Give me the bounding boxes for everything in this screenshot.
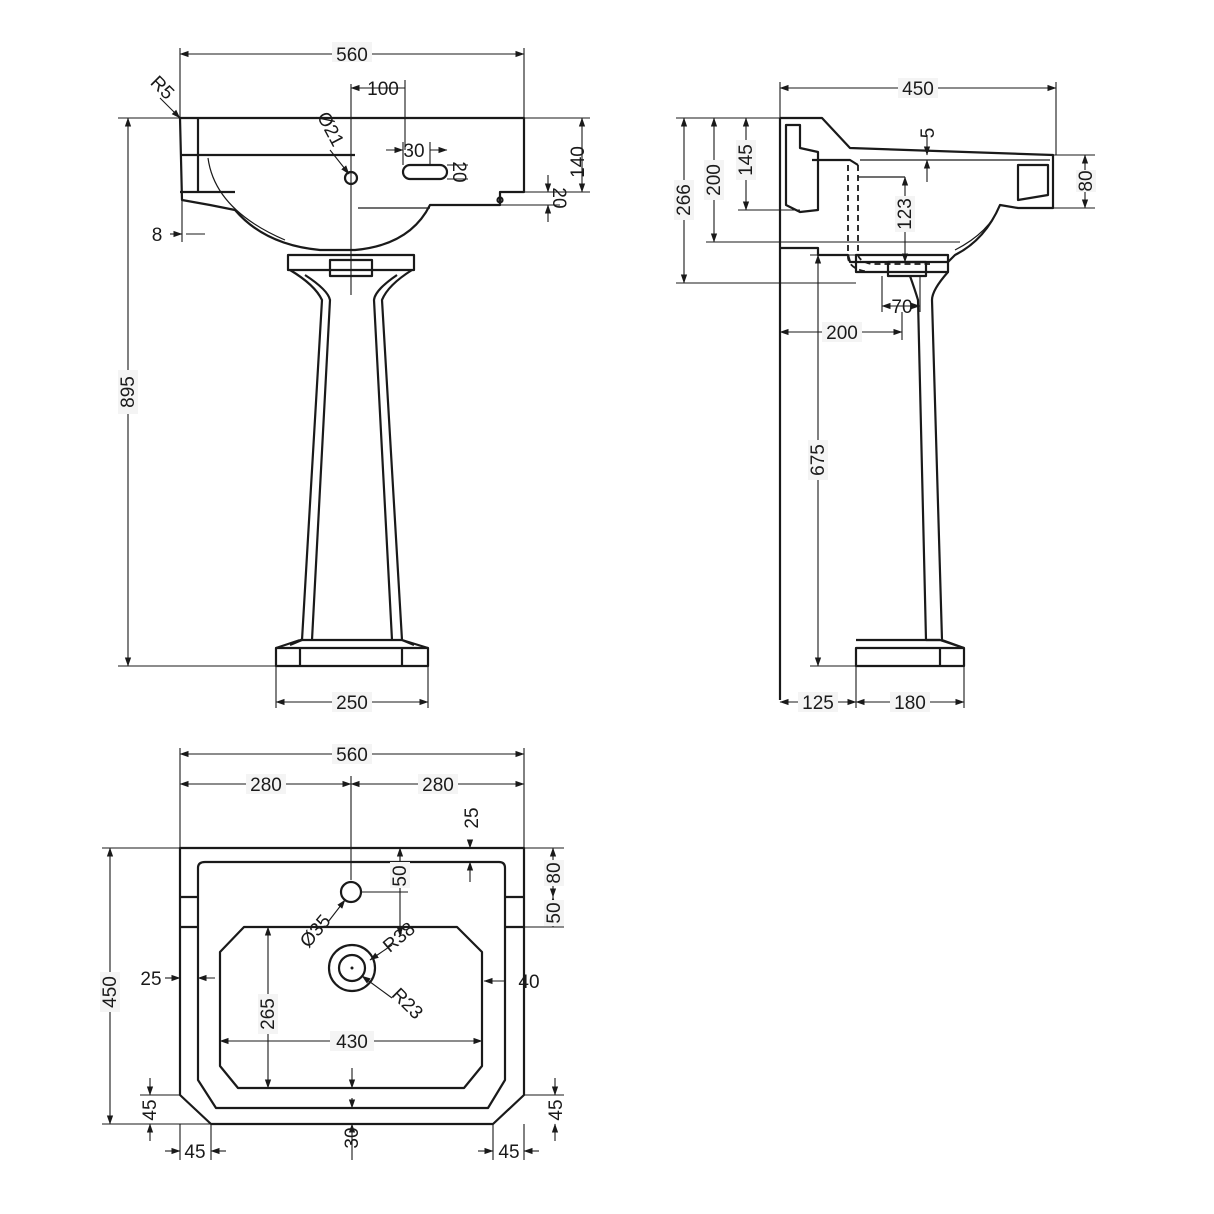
front-rim-label: 80 [1076,170,1097,191]
tap-to-edge-label: 50 [390,865,411,886]
ledge-depth-label: 80 [544,862,565,883]
tap-hole-dia-label: Ø35 [296,911,335,952]
plan-dim-side-margins: 25 40 [140,969,539,993]
chamfer-left-label: 45 [140,1099,161,1120]
bowl-depth-label: 200 [704,164,725,196]
plan-dim-bowl: 265 430 [219,926,483,1089]
ledge-gap-label: 50 [544,902,565,923]
plan-dim-back-margin: 25 [462,807,483,882]
pedestal-depth-label: 180 [894,693,926,714]
plan-dim-overall-depth: 450 [100,847,211,1125]
plan-dim-halves: 280 280 [179,774,525,880]
side-view: 450 5 266 200 145 [674,78,1097,714]
drain-height-label: 123 [895,198,916,230]
pedestal-base-label: 250 [336,693,368,714]
drain-outer-label: R38 [379,919,419,957]
front-dim-overflow: 30 20 [386,141,469,183]
front-pedestal [274,253,430,668]
chamfer-bottom-right-label: 45 [498,1142,519,1163]
front-dim-width: 560 [179,42,525,118]
front-dim-edge-setback: 8 [152,200,205,246]
side-dim-basin-height: 266 [674,117,856,284]
front-dim-corner-radius: R5 [146,72,181,119]
side-dim-lip: 5 [918,128,939,182]
tap-hole-label: Ø21 [312,109,347,151]
side-dim-bottom: 125 180 [779,666,965,714]
front-basin-outline [178,116,526,252]
edge-setback-label: 8 [152,225,163,246]
side-dim-depth: 450 [779,78,1057,155]
side-dim-pedestal-height: 675 [808,254,856,667]
drain-inner [337,953,367,983]
lip-label: 5 [918,128,939,139]
side-depth-label: 450 [902,79,934,100]
back-margin-label: 25 [462,807,483,828]
front-dim-tap-offset: 100 [350,79,406,150]
front-dim-pedestal-base: 250 [275,666,429,714]
total-height-label: 895 [118,376,139,408]
waste-offset-label: 70 [891,297,912,318]
waste-from-wall-label: 200 [826,323,858,344]
front-width-label: 560 [336,45,368,66]
side-dim-bowl-depth: 200 [704,117,960,243]
drain-outer [327,943,377,993]
front-view: 560 100 Ø21 R5 30 20 14 [118,42,590,714]
front-dim-total-height: 895 [118,117,276,667]
side-dim-drain-height: 123 [895,176,916,263]
side-dim-waste-from-wall: 200 [779,312,903,344]
drain-inner-label: R23 [387,984,426,1023]
plan-width-label: 560 [336,745,368,766]
side-basin-outline [780,116,1055,273]
corner-radius-label: R5 [146,72,178,104]
pedestal-height-label: 675 [808,444,829,476]
overall-depth-label: 450 [100,976,121,1008]
overflow-height-label: 20 [448,161,469,182]
half-right-label: 280 [422,775,454,796]
back-height-label: 145 [736,144,757,176]
rim-step-label: 20 [548,187,569,208]
front-dim-rim-height: 140 [524,117,590,193]
side-margin-right-label: 40 [518,972,539,993]
rim-height-label: 140 [568,146,589,178]
plan-dim-ledge: 80 50 [524,847,565,928]
front-margin-label: 30 [342,1127,363,1148]
half-left-label: 280 [250,775,282,796]
front-dim-rim-step: 20 [500,175,569,222]
plan-dim-tap-to-edge: 50 [361,847,411,937]
overflow-width-label: 30 [403,141,424,162]
plan-dim-drain-radii: R38 R23 [361,919,427,1024]
side-pedestal [854,253,966,668]
side-dim-waste-offset: 70 [881,276,921,318]
wall-gap-label: 125 [802,693,834,714]
chamfer-right-label: 45 [546,1099,567,1120]
side-margin-left-label: 25 [140,969,161,990]
bowl-depth-plan-label: 265 [258,998,279,1030]
plan-dim-chamfers: 45 45 45 45 [140,1078,567,1163]
tap-offset-label: 100 [367,79,399,100]
side-dim-back-height: 145 [736,117,800,211]
chamfer-bottom-left-label: 45 [184,1142,205,1163]
plan-dim-front-margin: 30 [342,1098,363,1160]
tap-hole [339,880,363,904]
bowl-width-label: 430 [336,1032,368,1053]
plan-dim-width: 560 [179,744,525,848]
side-dim-front-rim: 80 [1053,154,1097,209]
basin-height-label: 266 [674,184,695,216]
plan-view: 560 280 280 25 50 [100,744,567,1163]
